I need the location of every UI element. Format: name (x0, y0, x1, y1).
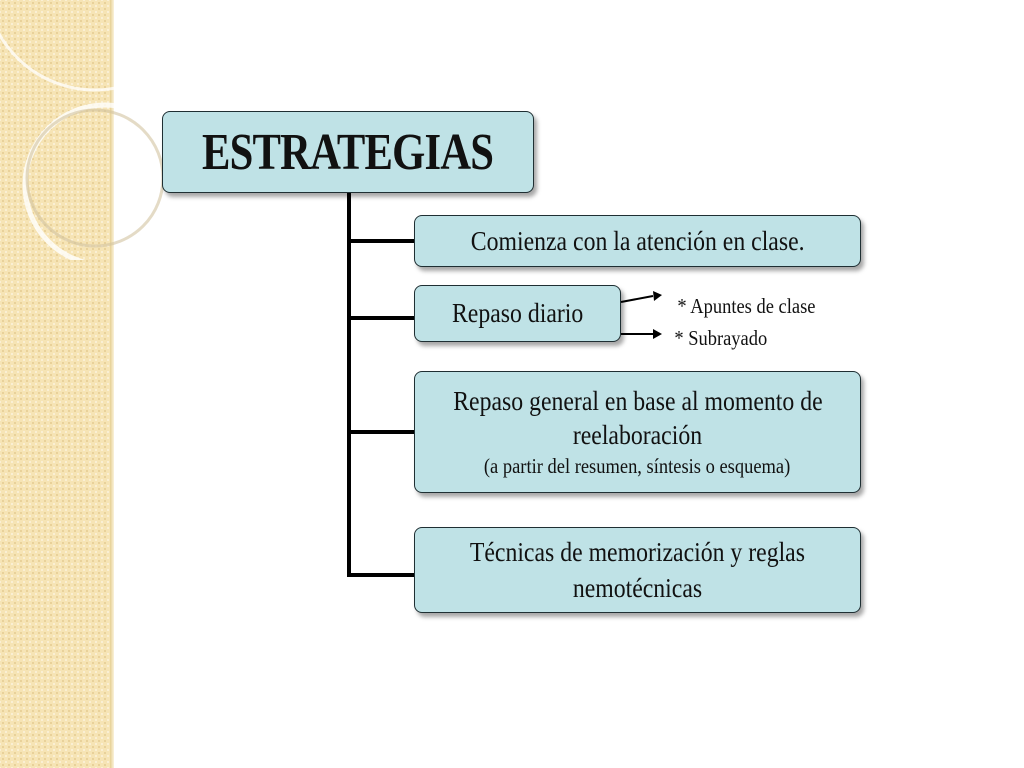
arrow-subrayado-head (653, 329, 662, 339)
node-repaso-diario-text: Repaso diario (451, 298, 584, 328)
node-tecnicas-line1: Técnicas de memorización y reglas (469, 537, 806, 567)
node-tecnicas-line2: nemotécnicas (572, 573, 703, 603)
node-repaso-diario: Repaso diario (414, 285, 621, 342)
title-text: ESTRATEGIAS (202, 123, 494, 181)
title-node: ESTRATEGIAS (162, 111, 534, 193)
node-repaso-general: Repaso general en base al momento de ree… (414, 371, 861, 493)
node-tecnicas: Técnicas de memorización y reglas nemoté… (414, 527, 861, 613)
arrow-apuntes (620, 295, 654, 303)
node-repaso-general-line1: Repaso general en base al momento de (452, 386, 823, 416)
decorative-ring-top (0, 0, 205, 92)
item-apuntes: * Apuntes de clase (677, 294, 816, 318)
arrow-apuntes-head (653, 291, 662, 301)
node-repaso-general-sub: (a partir del resumen, síntesis o esquem… (484, 454, 791, 478)
node-repaso-general-line2: reelaboración (572, 420, 703, 450)
decorative-side-panel (0, 0, 112, 768)
side-panel-edge (110, 0, 114, 768)
repaso-diario-items: * Apuntes de clase * Subrayado (668, 290, 825, 354)
node-comienza: Comienza con la atención en clase. (414, 215, 861, 267)
item-subrayado: * Subrayado (674, 326, 768, 350)
node-comienza-text: Comienza con la atención en clase. (470, 225, 805, 256)
